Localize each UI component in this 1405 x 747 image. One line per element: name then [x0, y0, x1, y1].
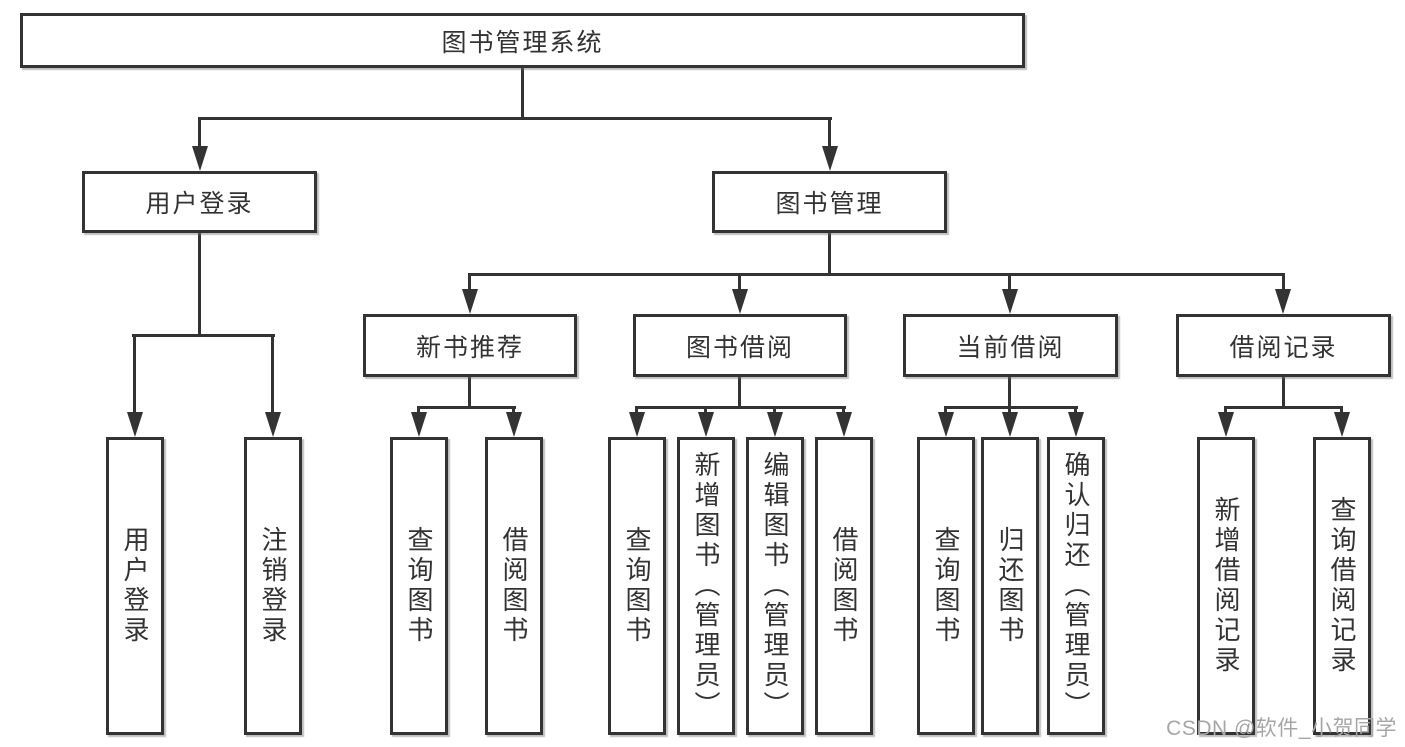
- arrow-query-books-2-icon: [629, 412, 645, 437]
- node-query-books-2: 查询图书: [608, 437, 666, 735]
- arrow-login-leaf-icon: [127, 412, 143, 437]
- edge-drop-bookborrow: [738, 274, 741, 296]
- edge-bookmgmt-trunk: [828, 233, 831, 274]
- node-book-management: 图书管理: [712, 171, 947, 233]
- edge-records-rail: [1224, 406, 1343, 409]
- edge-root-trunk: [521, 68, 524, 118]
- edge-root-rail: [198, 117, 832, 120]
- node-user-login-leaf: 用户登录: [106, 437, 164, 735]
- node-confirm-return-admin: 确认归还（管理员）: [1047, 437, 1105, 735]
- arrow-bookborrow-icon: [732, 289, 748, 314]
- arrow-confirm-return-icon: [1068, 412, 1084, 437]
- edge-bookborrow-trunk: [738, 377, 741, 407]
- node-borrow-books-2: 借阅图书: [815, 437, 873, 735]
- node-add-borrow-record: 新增借阅记录: [1197, 437, 1255, 735]
- arrow-user-login-icon: [192, 146, 208, 171]
- arrow-add-book-icon: [698, 412, 714, 437]
- arrow-newbook-icon: [462, 289, 478, 314]
- node-borrow-books-1: 借阅图书: [485, 437, 543, 735]
- edge-userlogin-drop-2: [271, 335, 274, 420]
- edge-userlogin-trunk: [198, 233, 201, 335]
- node-library-system: 图书管理系统: [20, 13, 1025, 68]
- edge-drop-records: [1282, 274, 1285, 296]
- edge-bookmgmt-rail: [468, 273, 1285, 276]
- arrow-logout-leaf-icon: [265, 412, 281, 437]
- edge-newbook-rail: [417, 406, 516, 409]
- arrow-records-icon: [1275, 289, 1291, 314]
- arrow-query-borrow-record-icon: [1334, 412, 1350, 437]
- node-borrowing-records: 借阅记录: [1176, 314, 1391, 377]
- arrow-book-management-icon: [822, 146, 838, 171]
- edge-newbook-trunk: [468, 377, 471, 407]
- edge-currentborrow-rail: [944, 406, 1078, 409]
- arrow-borrow-books-2-icon: [836, 412, 852, 437]
- node-current-borrowing: 当前借阅: [903, 314, 1118, 377]
- edge-root-drop-user-login: [198, 118, 201, 152]
- arrow-query-books-3-icon: [938, 412, 954, 437]
- arrow-return-book-icon: [1002, 412, 1018, 437]
- arrow-edit-book-icon: [767, 412, 783, 437]
- edge-drop-newbook: [468, 274, 471, 296]
- node-query-books-3: 查询图书: [917, 437, 975, 735]
- edge-records-trunk: [1282, 377, 1285, 407]
- edge-currentborrow-trunk: [1008, 377, 1011, 407]
- edge-userlogin-rail: [132, 334, 275, 337]
- node-add-book-admin: 新增图书（管理员）: [677, 437, 735, 735]
- watermark: CSDN @软件_小贺同学: [1166, 717, 1397, 740]
- edge-bookborrow-rail: [635, 406, 846, 409]
- node-book-borrowing: 图书借阅: [633, 314, 847, 377]
- arrow-add-borrow-record-icon: [1218, 412, 1234, 437]
- node-user-login: 用户登录: [82, 171, 317, 233]
- edge-root-drop-book-management: [828, 118, 831, 152]
- arrow-borrow-books-1-icon: [506, 412, 522, 437]
- edge-userlogin-drop-1: [133, 335, 136, 420]
- node-query-books-1: 查询图书: [390, 437, 448, 735]
- node-query-borrow-record: 查询借阅记录: [1313, 437, 1371, 735]
- node-edit-book-admin: 编辑图书（管理员）: [746, 437, 804, 735]
- arrow-currentborrow-icon: [1002, 289, 1018, 314]
- node-new-book-recommendation: 新书推荐: [363, 314, 577, 377]
- edge-drop-currentborrow: [1008, 274, 1011, 296]
- node-logout-leaf: 注销登录: [244, 437, 302, 735]
- node-return-book: 归还图书: [981, 437, 1039, 735]
- arrow-query-books-1-icon: [411, 412, 427, 437]
